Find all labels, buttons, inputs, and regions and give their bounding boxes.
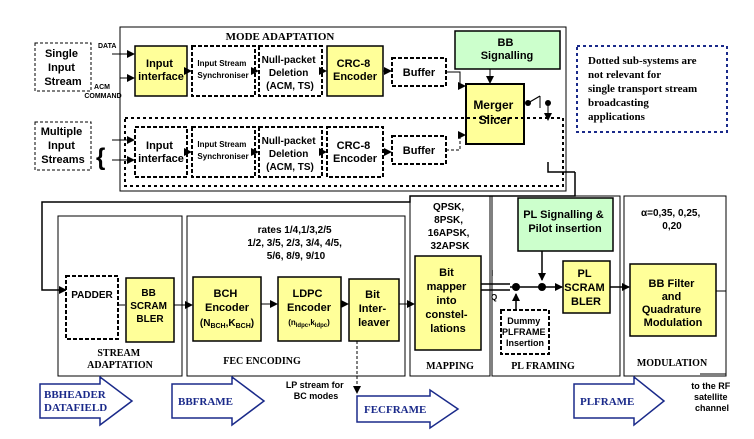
bit-mapper-block [414, 255, 482, 351]
fec-encoding-frame [186, 215, 406, 377]
fec-rates: rates 1/4,1/3,2/5 1/2, 3/5, 2/3, 3/4, 4/… [247, 225, 344, 262]
input-brace: { [96, 144, 105, 171]
pl-framing-frame [491, 195, 621, 377]
plframe-arrow [573, 375, 666, 427]
bbheader-datafield-arrow [39, 375, 134, 427]
mode-adaptation-title: MODE ADAPTATION [226, 31, 335, 43]
mapping-frame [409, 195, 491, 377]
acm-command-label: ACM COMMAND [84, 84, 121, 100]
sync-label: Input Stream Synchroniser [197, 59, 248, 80]
pl-signalling-label: PL Signalling & Pilot insertion [523, 209, 607, 235]
single-input-stream-box [34, 42, 92, 92]
bit-mapper-label: Bit mapper into constel- lations [425, 267, 470, 335]
buffer-block [391, 57, 447, 87]
buffer-label-2: Buffer [403, 145, 436, 157]
lp-stream-label: LP stream for BC modes [286, 380, 346, 401]
null-packet-label: Null-packet Deletion (ACM, TS) [262, 55, 319, 92]
bbheader-label: BBHEADER DATAFIELD [44, 389, 109, 414]
mapping-title: MAPPING [426, 361, 474, 372]
buffer-block-2 [391, 135, 447, 165]
single-input-label: Single Input Stream [44, 48, 82, 88]
sync-label-2: Input Stream Synchroniser [197, 140, 248, 161]
bit-interleaver-label: Bit Inter- leaver [358, 289, 391, 329]
fec-encoding-title: FEC ENCODING [223, 356, 301, 367]
ldpc-label: LDPC Encoder [287, 288, 332, 314]
merger-slicer-label: Merger Slicer [473, 98, 516, 127]
bbframe-arrow [171, 375, 266, 427]
input-interface-block [134, 45, 188, 97]
dotted-subsystem-note [576, 45, 728, 133]
ldpc-encoder-block [277, 276, 342, 342]
crc8-label: CRC-8 Encoder [333, 58, 378, 83]
stream-adaptation-frame [57, 215, 183, 377]
bit-interleaver-block [348, 278, 400, 342]
ldpc-params: (nldpc,kldpc) [288, 318, 330, 329]
bb-filter-label: BB Filter and Quadrature Modulation [642, 278, 704, 329]
input-interface-label: Input interface [138, 58, 184, 83]
rolloff-alpha: α=0,35, 0,25, 0,20 [641, 208, 703, 232]
null-packet-label-2: Null-packet Deletion (ACM, TS) [262, 136, 319, 173]
multiple-input-streams-box [34, 121, 92, 171]
bb-scrambler-label: BB SCRAM BLER [130, 288, 169, 325]
fecframe-label: FECFRAME [364, 404, 426, 416]
modulation-frame [623, 195, 727, 377]
padder-label: PADDER [71, 290, 113, 301]
merger-slicer-block [465, 83, 525, 145]
modulation-title: MODULATION [637, 358, 708, 369]
q-label: Q [491, 293, 497, 302]
pl-framing-title: PL FRAMING [511, 361, 575, 372]
pl-signalling-pilot-block [517, 197, 614, 252]
bb-scrambler-block [125, 277, 175, 343]
crc8-encoder-block-2 [326, 126, 384, 178]
null-packet-deletion-block-2 [258, 126, 323, 178]
multiple-input-label: Multiple Input Streams [41, 126, 86, 166]
dummy-plframe-label: Dummy PLFRAME Insertion [502, 316, 548, 348]
input-interface-block-2 [134, 126, 188, 178]
bb-filter-quadrature-block [629, 263, 717, 337]
input-interface-label-2: Input interface [138, 140, 184, 165]
bb-signalling-block [454, 30, 561, 70]
bch-encoder-block [192, 276, 262, 342]
multiple-streams-dotted-frame [124, 117, 564, 187]
bbframe-label: BBFRAME [178, 396, 233, 408]
data-label: DATA [98, 43, 116, 50]
input-stream-synchroniser-block-2 [191, 126, 256, 178]
note-text: Dotted sub-systems are not relevant for … [588, 55, 700, 123]
bch-label: BCH Encoder [205, 288, 250, 314]
dummy-plframe-block [500, 309, 550, 355]
mapping-modulations: QPSK, 8PSK, 16APSK, 32APSK [428, 202, 472, 252]
crc8-encoder-block [326, 45, 384, 97]
padder-block [65, 275, 119, 340]
null-packet-deletion-block [258, 45, 323, 97]
plframe-label: PLFRAME [580, 396, 634, 408]
bch-params: (NBCH,KBCH) [200, 318, 254, 330]
pl-scrambler-label: PL SCRAM BLER [564, 268, 607, 308]
mode-adaptation-frame [119, 26, 567, 192]
stream-adaptation-title: STREAM ADAPTATION [87, 348, 154, 371]
buffer-label: Buffer [403, 67, 436, 79]
fecframe-arrow [356, 388, 460, 430]
crc8-label-2: CRC-8 Encoder [333, 140, 378, 165]
rf-channel-label: to the RF satellite channel [691, 381, 733, 413]
bb-signalling-label: BB Signalling [481, 37, 534, 62]
